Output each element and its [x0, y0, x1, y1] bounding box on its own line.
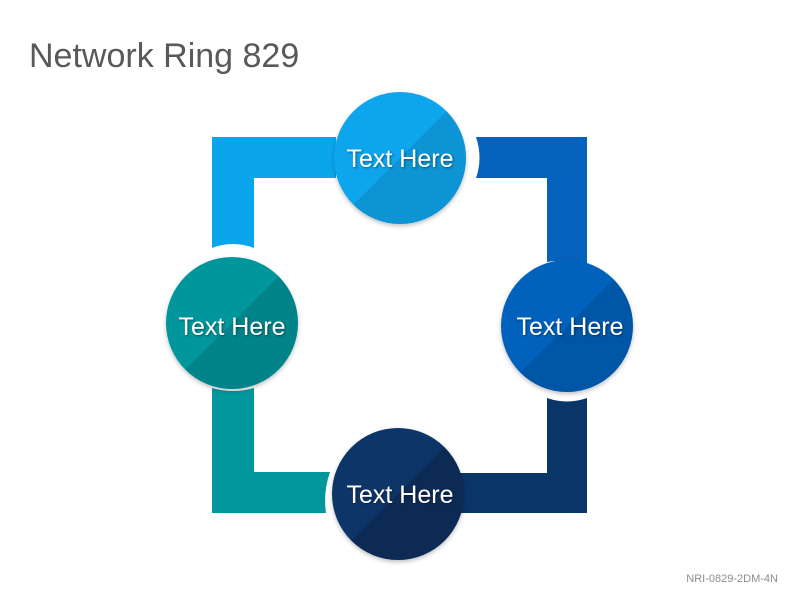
node-shade-bottom — [351, 447, 465, 561]
node-label-right: Text Here — [517, 313, 624, 341]
node-label-top: Text Here — [347, 145, 454, 173]
node-left — [166, 257, 299, 390]
ring-segment-top-right — [476, 137, 587, 268]
node-label-bottom: Text Here — [347, 481, 454, 509]
node-shade-left — [185, 276, 299, 390]
ring-segment-bottom-left — [212, 388, 330, 513]
page-title: Network Ring 829 — [29, 37, 300, 75]
node-shade-right — [520, 279, 634, 393]
ring-segment-bottom-right — [458, 398, 587, 513]
ring-segment-top-left — [212, 137, 336, 248]
node-shade-top — [353, 111, 467, 225]
ring-segments — [212, 137, 587, 513]
node-top — [334, 92, 467, 225]
node-right — [501, 260, 634, 393]
node-label-left: Text Here — [179, 313, 286, 341]
slide-code: NRI-0829-2DM-4N — [686, 573, 778, 585]
node-bottom — [332, 428, 465, 561]
